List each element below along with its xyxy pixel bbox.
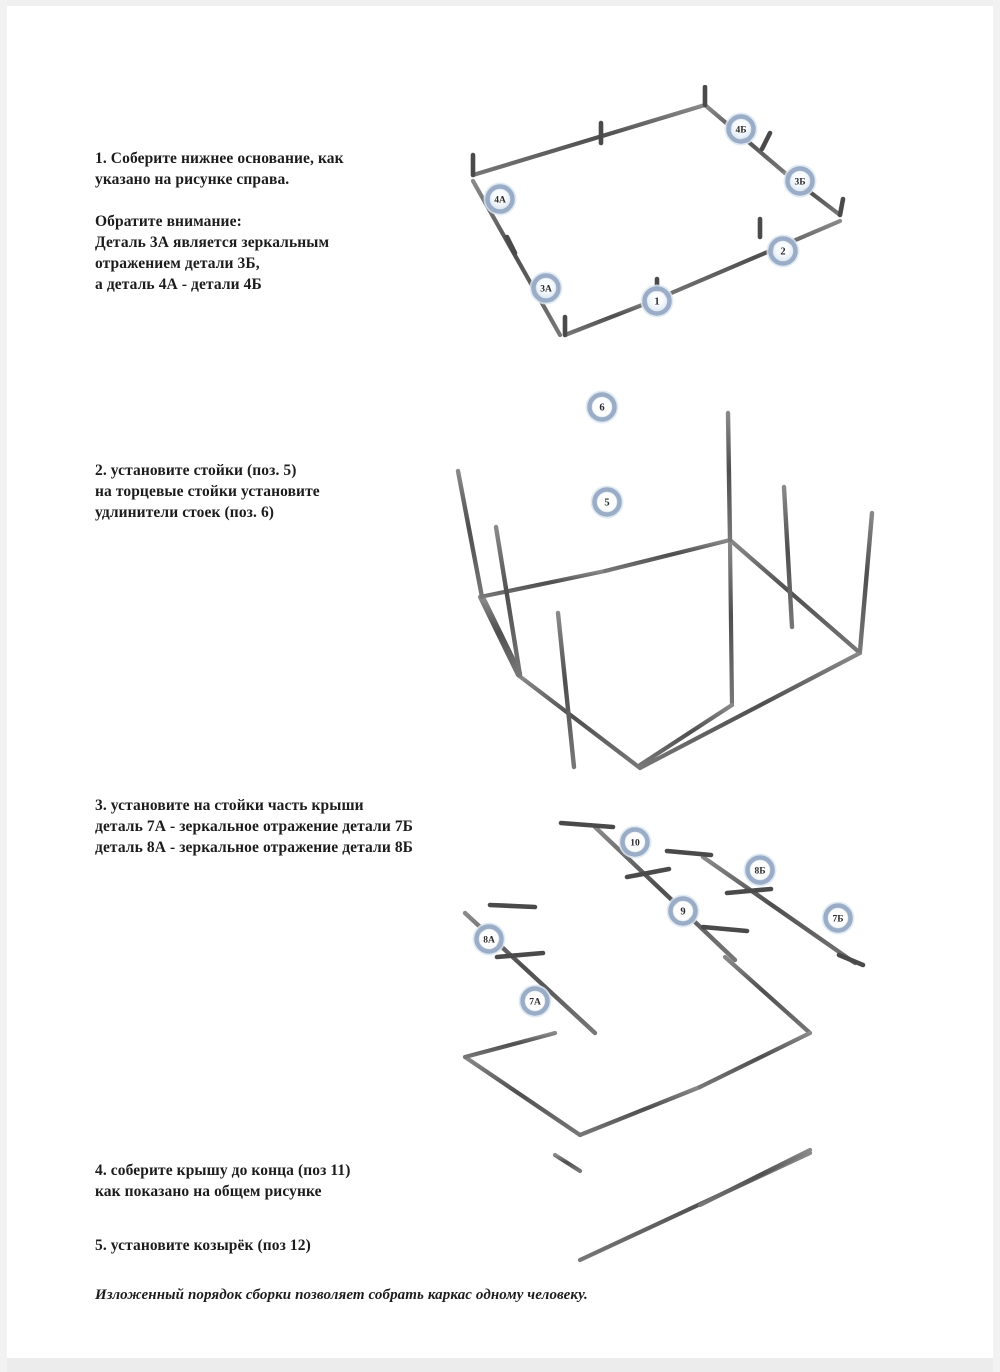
callout-ring (668, 896, 698, 926)
figure-2-callouts: 65 (585, 390, 624, 519)
callout-core (592, 397, 612, 417)
roof-rail-tubes (462, 824, 858, 1036)
callout-label: 1 (654, 297, 659, 308)
callout-core (773, 241, 793, 261)
callout-badge: 4Б (724, 112, 758, 146)
callout-badge: 7Б (821, 901, 855, 935)
callout-core (490, 189, 510, 209)
callout-label: 4А (494, 196, 506, 206)
callout-badge: 7А (518, 984, 552, 1018)
figure-3-callouts: 10 8Б 9 7Б 8А 7А (472, 825, 855, 1018)
callout-label: 7А (529, 998, 541, 1008)
step-1-text: 1. Соберите нижнее основание, как указан… (95, 150, 344, 188)
frame-connector-stubs (470, 85, 846, 338)
callout-label: 3А (540, 285, 552, 295)
page-edge-left (0, 0, 7, 1372)
callout-ring (642, 286, 672, 316)
callout-core (790, 171, 810, 191)
figure-1-callouts: 4Б 3Б 4А 2 3А 1 (483, 112, 817, 318)
callout-label: 6 (599, 403, 604, 414)
page-edge-bottom (0, 1358, 1000, 1372)
callout-core (828, 908, 848, 928)
callout-badge: 9 (666, 894, 700, 928)
callout-core (625, 832, 645, 852)
callout-label: 10 (630, 839, 640, 849)
lower-frame-tubes (462, 910, 813, 1263)
roof-parts-diagram: 10 8Б 9 7Б 8А 7А (435, 805, 895, 1270)
callout-ring (474, 924, 504, 954)
callout-badge: 1 (640, 284, 674, 318)
callout-ring (520, 986, 550, 1016)
callout-ring (531, 273, 561, 303)
roof-connector-stubs (487, 820, 866, 968)
callout-ring (768, 236, 798, 266)
callout-core (750, 860, 770, 880)
callout-core (597, 492, 617, 512)
step-3-text: 3. установите на стойки часть крыши дета… (95, 797, 414, 856)
callout-badge: 2 (766, 234, 800, 268)
callout-label: 7Б (832, 915, 843, 925)
page-edge-right (993, 0, 1000, 1372)
frame-tubes (470, 102, 843, 338)
callout-ring (485, 184, 515, 214)
callout-ring (592, 487, 622, 517)
base-frame-tubes (477, 537, 863, 771)
callout-label: 5 (604, 498, 609, 509)
step-5-text: 5. установите козырёк (поз 12) (95, 1237, 311, 1254)
callout-badge: 10 (618, 825, 652, 859)
callout-ring (785, 166, 815, 196)
callout-ring (823, 903, 853, 933)
callout-badge: 3А (529, 271, 563, 305)
footer-note-text: Изложенный порядок сборки позволяет собр… (95, 1287, 588, 1303)
step-2-text: 2. установите стойки (поз. 5) на торцевы… (95, 462, 320, 521)
callout-core (525, 991, 545, 1011)
callout-label: 4Б (735, 126, 746, 136)
callout-core (673, 901, 693, 921)
callout-label: 9 (680, 907, 685, 918)
callout-badge: 8А (472, 922, 506, 956)
callout-core (536, 278, 556, 298)
step-1-note-text: Обратите внимание: Деталь 3А является зе… (95, 213, 330, 293)
callout-label: 2 (780, 247, 785, 258)
callout-ring (620, 827, 650, 857)
callout-core (731, 119, 751, 139)
callout-ring (745, 855, 775, 885)
callout-label: 8Б (754, 867, 765, 877)
callout-ring (726, 114, 756, 144)
callout-label: 3Б (794, 178, 805, 188)
callout-core (479, 929, 499, 949)
callout-badge: 5 (590, 485, 624, 519)
page-edge-top (0, 0, 1000, 6)
callout-label: 8А (483, 936, 495, 946)
callout-badge: 4А (483, 182, 517, 216)
base-frame-diagram: 4Б 3Б 4А 2 3А 1 (455, 85, 875, 350)
callout-core (647, 291, 667, 311)
callout-badge: 3Б (783, 164, 817, 198)
callout-badge: 6 (585, 390, 619, 424)
callout-ring (587, 392, 617, 422)
step-4-text: 4. соберите крышу до конца (поз 11) как … (95, 1162, 351, 1200)
callout-badge: 8Б (743, 853, 777, 887)
